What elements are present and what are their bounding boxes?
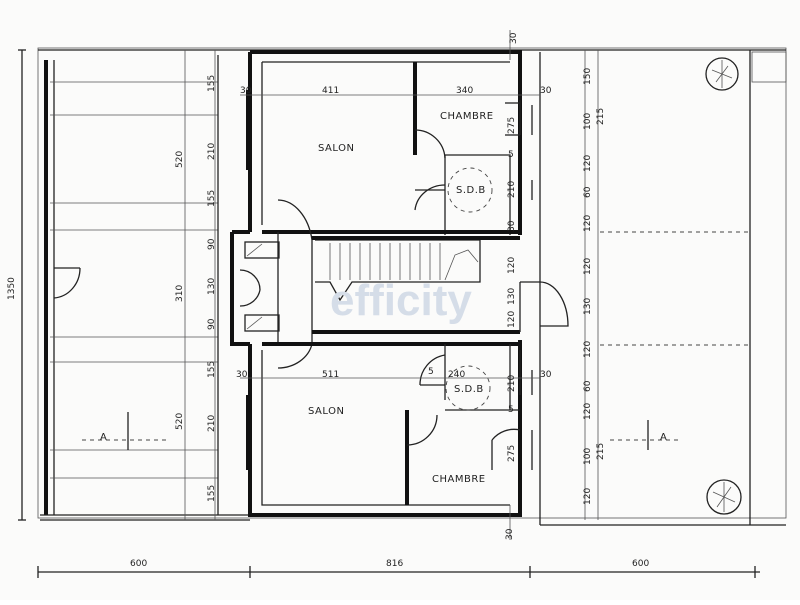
dim-right-215-bottom: 215 [596, 443, 606, 460]
dim-right-inner-3: 120 [583, 155, 593, 172]
dim-right-inner-6: 120 [583, 258, 593, 275]
dim-small-1: 5 [508, 150, 514, 160]
dim-left-inner-5: 130 [207, 278, 217, 295]
dim-bottom-left: 600 [130, 559, 147, 569]
dim-left-top: 520 [175, 151, 185, 168]
dim-left-inner-8: 210 [207, 415, 217, 432]
staircase [277, 199, 569, 369]
dim-left-inner-4: 90 [207, 238, 217, 250]
dim-top-width-4: 30 [540, 86, 552, 96]
dim-right-inner-5: 120 [583, 215, 593, 232]
dim-small-9: 30 [509, 32, 519, 44]
dim-small-2: 210 [507, 181, 517, 198]
dim-top-width-1: 30 [240, 86, 252, 96]
dim-bottom-width-2: 511 [322, 370, 339, 380]
dim-bottom-right: 600 [632, 559, 649, 569]
room-label-sdb-bottom: S.D.B [454, 384, 484, 395]
section-mark-right [610, 420, 680, 450]
dim-small-6: 30 [507, 220, 517, 232]
dim-small-4: 210 [507, 375, 517, 392]
dim-stair-3: 120 [507, 311, 517, 328]
dim-stair-2: 130 [507, 288, 517, 305]
room-label-chambre-bottom: CHAMBRE [432, 474, 486, 485]
dim-small-8: 275 [507, 445, 517, 462]
top-unit-doors [414, 102, 520, 213]
dim-right-inner-10: 120 [583, 403, 593, 420]
dim-left-inner-9: 155 [207, 485, 217, 502]
section-mark-left [82, 412, 168, 450]
dim-right-inner-4: 60 [583, 186, 593, 198]
section-letter-right: A [660, 432, 667, 443]
dim-bottom-mid: 816 [386, 559, 403, 569]
dim-left-inner-6: 90 [207, 318, 217, 330]
dim-stair-1: 120 [507, 257, 517, 274]
dim-small-10: 30 [505, 528, 515, 540]
section-letter-left: A [100, 432, 107, 443]
dim-right-inner-11: 100 [583, 448, 593, 465]
entry-closets [239, 241, 280, 332]
dim-small-7: 275 [507, 117, 517, 134]
dim-left-mid: 310 [175, 285, 185, 302]
dim-bottom-width-1: 30 [236, 370, 248, 380]
bottom-unit-walls [262, 342, 533, 505]
dim-left-inner-7: 155 [207, 361, 217, 378]
room-label-salon-top: SALON [318, 143, 354, 154]
dim-right-215-top: 215 [596, 108, 606, 125]
dim-top-width-2: 411 [322, 86, 339, 96]
tree-symbols [705, 57, 742, 515]
dim-top-width-3: 340 [456, 86, 473, 96]
dim-left-inner-2: 210 [207, 143, 217, 160]
dim-total-height: 1350 [7, 277, 17, 300]
room-label-chambre-top: CHAMBRE [440, 111, 494, 122]
watermark: efficity [330, 276, 472, 325]
dim-right-inner-9: 60 [583, 380, 593, 392]
dim-small-5: 5 [508, 405, 514, 415]
dim-right-inner-1: 150 [583, 68, 593, 85]
dim-right-inner-2: 100 [583, 113, 593, 130]
dim-left-inner-3: 155 [207, 190, 217, 207]
dim-bottom-width-3: 240 [448, 370, 465, 380]
dim-left-inner-1: 155 [207, 75, 217, 92]
room-label-sdb-top: S.D.B [456, 185, 486, 196]
dim-right-inner-7: 130 [583, 298, 593, 315]
left-door [53, 267, 81, 299]
site-boundary [37, 47, 787, 519]
left-terrace [40, 55, 250, 516]
dim-left-bottom: 520 [175, 413, 185, 430]
dim-small-3: 5 [428, 367, 434, 377]
room-label-salon-bottom: SALON [308, 406, 344, 417]
right-terrace [539, 50, 787, 526]
dim-right-inner-12: 120 [583, 488, 593, 505]
dim-right-inner-8: 120 [583, 341, 593, 358]
dim-bottom-width-4: 30 [540, 370, 552, 380]
top-unit-walls [262, 62, 533, 235]
bottom-unit-doors [406, 354, 521, 470]
dimension-lines [18, 30, 760, 578]
